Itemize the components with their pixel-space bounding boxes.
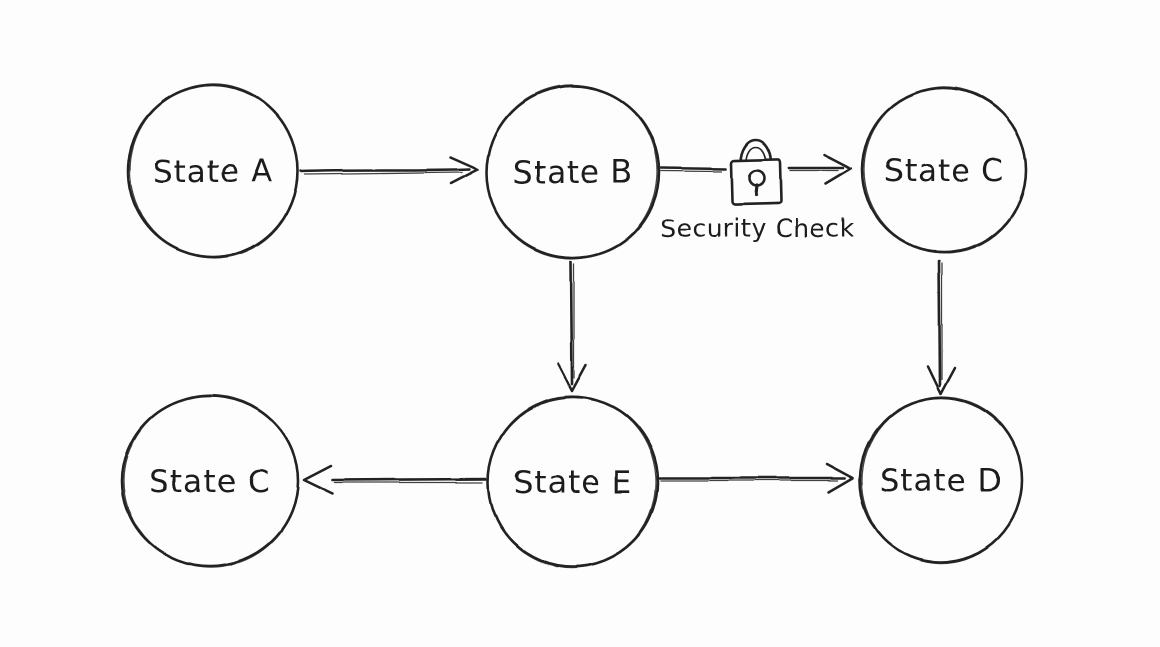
edge-state-a-to-state-b — [299, 155, 480, 185]
lock-icon — [730, 138, 783, 206]
node-state-c-bottom: State C — [120, 394, 300, 568]
edge-state-b-to-state-e — [556, 260, 588, 393]
node-label-state-c-bottom: State C — [150, 464, 271, 500]
edge-state-c-to-state-d — [926, 259, 957, 396]
security-check-label: Security Check — [660, 214, 855, 243]
node-state-d: State D — [858, 396, 1024, 564]
edge-state-b-to-state-c: Security Check — [659, 138, 855, 243]
node-state-b: State B — [485, 84, 661, 260]
edge-state-e-to-state-c — [302, 464, 488, 496]
node-label-state-c-top: State C — [884, 153, 1005, 189]
edge-state-e-to-state-d — [657, 462, 855, 494]
node-label-state-a: State A — [153, 154, 273, 190]
node-label-state-d: State D — [880, 463, 1003, 499]
node-state-a: State A — [126, 83, 300, 259]
node-label-state-e: State E — [514, 465, 633, 501]
node-label-state-b: State B — [513, 155, 633, 191]
node-state-c-top: State C — [860, 86, 1028, 254]
node-state-e: State E — [486, 395, 660, 569]
